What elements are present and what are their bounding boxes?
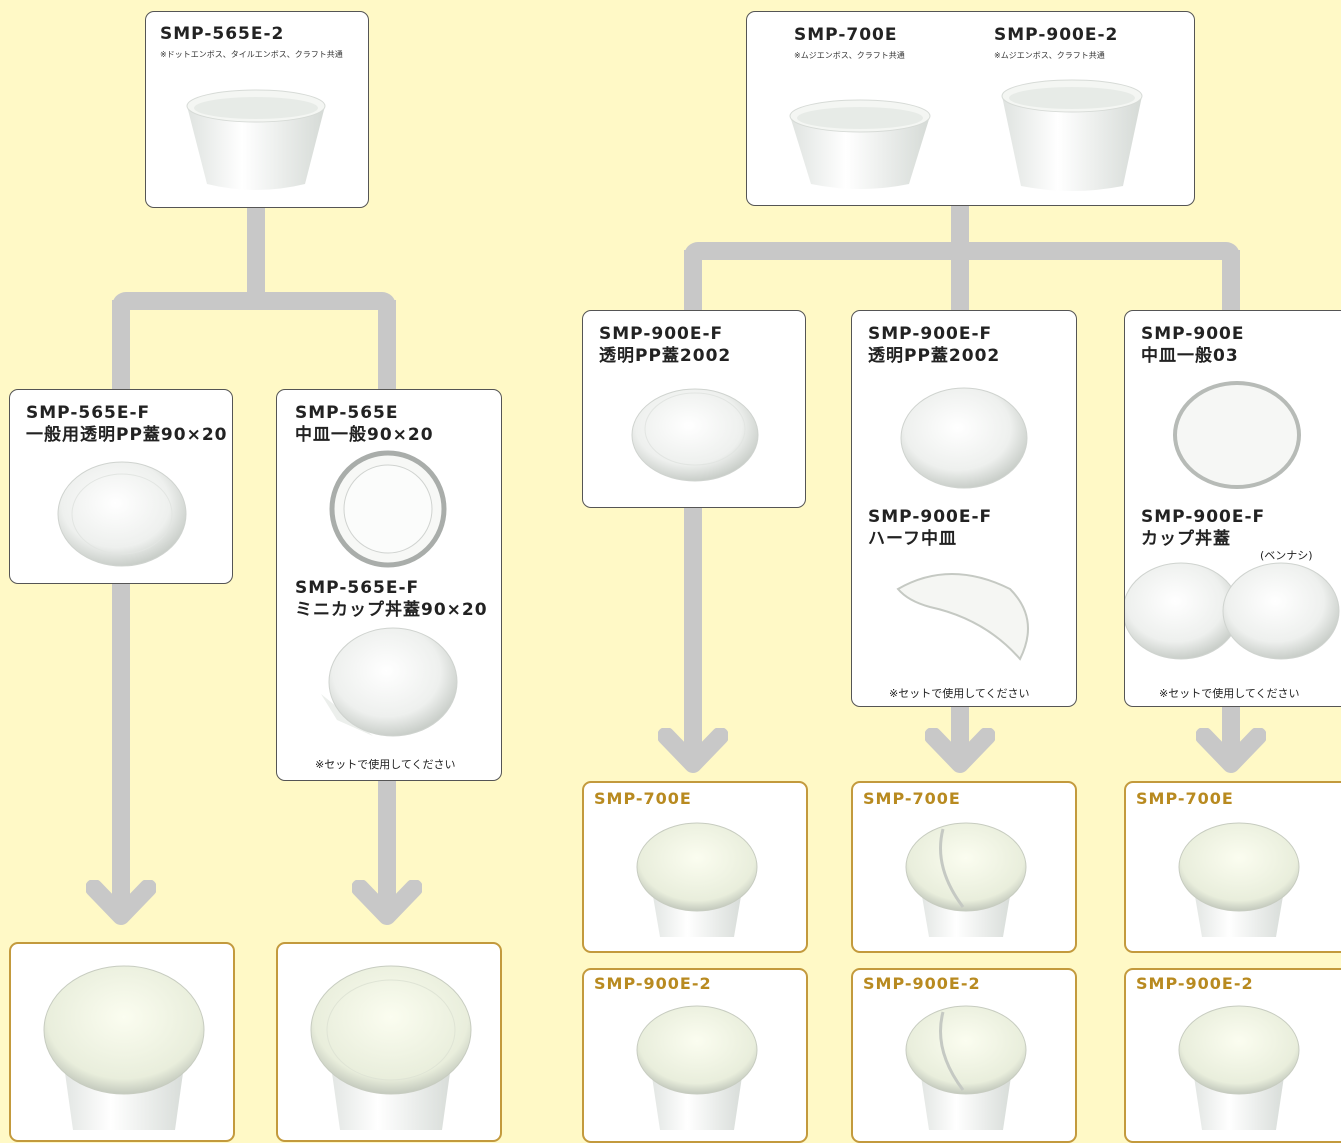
connector: [378, 780, 396, 914]
product-name: 中皿一般03: [1141, 346, 1239, 366]
product-code: SMP-700E: [594, 789, 692, 808]
connector: [112, 300, 130, 390]
lid-card-565e-set: SMP-565E 中皿一般90×20 SMP-565E-F ミニカップ丼蓋90×…: [276, 389, 502, 781]
set-note: ※セットで使用してください: [889, 687, 1030, 700]
clear-lid-icon: [321, 627, 458, 737]
product-code: SMP-900E-2: [994, 25, 1119, 45]
product-note: ※ムジエンボス、クラフト共通: [994, 51, 1105, 60]
lid-card-900e-f: SMP-900E-F 透明PP蓋2002: [582, 310, 806, 508]
lid-card-900e-set-half: SMP-900E-F 透明PP蓋2002 SMP-900E-F ハーフ中皿 ※セ…: [851, 310, 1077, 707]
clear-lid-icon: [900, 387, 1028, 489]
bowl-lid-pair-icon: [1125, 562, 1340, 660]
result-card: SMP-900E-2: [582, 968, 808, 1143]
result-card: SMP-700E: [851, 781, 1077, 953]
half-tray-icon: [896, 573, 1029, 661]
bowl-with-lid-icon: [310, 965, 472, 1130]
product-name: 透明PP蓋2002: [599, 346, 732, 366]
product-note: ※ムジエンボス、クラフト共通: [794, 51, 905, 60]
product-code: SMP-900E-2: [594, 974, 712, 993]
bowl-with-lid-icon: [1178, 1005, 1300, 1130]
product-name: 中皿一般90×20: [295, 425, 434, 445]
bowl-with-lid-icon: [636, 822, 758, 937]
connector: [684, 242, 1240, 260]
bowl-with-half-tray-icon: [905, 1005, 1027, 1130]
connector: [1222, 250, 1240, 312]
product-code: SMP-565E: [295, 403, 399, 423]
connector: [684, 250, 702, 312]
clear-lid-icon: [631, 388, 759, 482]
product-code: SMP-900E-F: [868, 324, 993, 344]
paper-cup-icon: [186, 89, 326, 190]
product-code: SMP-900E-2: [1136, 974, 1254, 993]
product-card-top-right: SMP-700E ※ムジエンボス、クラフト共通 SMP-900E-2 ※ムジエン…: [746, 11, 1195, 206]
result-card: [276, 942, 502, 1142]
connector: [684, 508, 702, 758]
set-note: ※セットで使用してください: [315, 758, 456, 771]
lid-card-900e-set-bowl: SMP-900E 中皿一般03 SMP-900E-F カップ丼蓋 (ベンナシ) …: [1124, 310, 1341, 707]
product-code: SMP-900E: [1141, 324, 1245, 344]
connector: [112, 292, 396, 310]
product-name: カップ丼蓋: [1141, 529, 1231, 549]
inner-tray-icon: [329, 450, 447, 568]
down-arrow-icon: [352, 880, 422, 925]
down-arrow-icon: [1196, 728, 1266, 773]
connector: [378, 300, 396, 390]
product-code: SMP-565E-F: [295, 578, 420, 598]
set-note: ※セットで使用してください: [1159, 687, 1300, 700]
paper-cup-icon: [1001, 79, 1143, 191]
product-name: 一般用透明PP蓋90×20: [26, 425, 228, 445]
result-card: SMP-700E: [1124, 781, 1341, 953]
product-code: SMP-565E-F: [26, 403, 151, 423]
product-code: SMP-900E-F: [868, 507, 993, 527]
product-code: SMP-900E-F: [599, 324, 724, 344]
inner-tray-icon: [1173, 381, 1301, 489]
product-name: ハーフ中皿: [868, 529, 957, 549]
product-card-top-left: SMP-565E-2 ※ドットエンボス、タイルエンボス、クラフト共通: [145, 11, 369, 208]
product-note: ※ドットエンボス、タイルエンボス、クラフト共通: [160, 50, 343, 59]
down-arrow-icon: [658, 728, 728, 773]
bowl-with-half-tray-icon: [905, 822, 1027, 937]
lid-sub-note: (ベンナシ): [1260, 549, 1313, 562]
paper-cup-icon: [789, 99, 931, 189]
result-card: SMP-900E-2: [851, 968, 1077, 1143]
product-code: SMP-700E: [794, 25, 898, 45]
bowl-with-lid-icon: [1178, 822, 1300, 937]
product-name: ミニカップ丼蓋90×20: [295, 600, 488, 620]
product-code: SMP-565E-2: [160, 24, 285, 44]
result-card: SMP-900E-2: [1124, 968, 1341, 1143]
bowl-with-lid-icon: [636, 1005, 758, 1130]
product-code: SMP-700E: [1136, 789, 1234, 808]
connector: [112, 584, 130, 914]
product-code: SMP-900E-2: [863, 974, 981, 993]
bowl-with-lid-icon: [43, 965, 205, 1130]
product-code: SMP-700E: [863, 789, 961, 808]
result-card: [9, 942, 235, 1142]
result-card: SMP-700E: [582, 781, 808, 953]
down-arrow-icon: [86, 880, 156, 925]
down-arrow-icon: [925, 728, 995, 773]
lid-card-565e-f: SMP-565E-F 一般用透明PP蓋90×20: [9, 389, 233, 584]
clear-lid-icon: [57, 461, 187, 567]
product-code: SMP-900E-F: [1141, 507, 1266, 527]
connector: [247, 206, 265, 308]
product-name: 透明PP蓋2002: [868, 346, 1001, 366]
